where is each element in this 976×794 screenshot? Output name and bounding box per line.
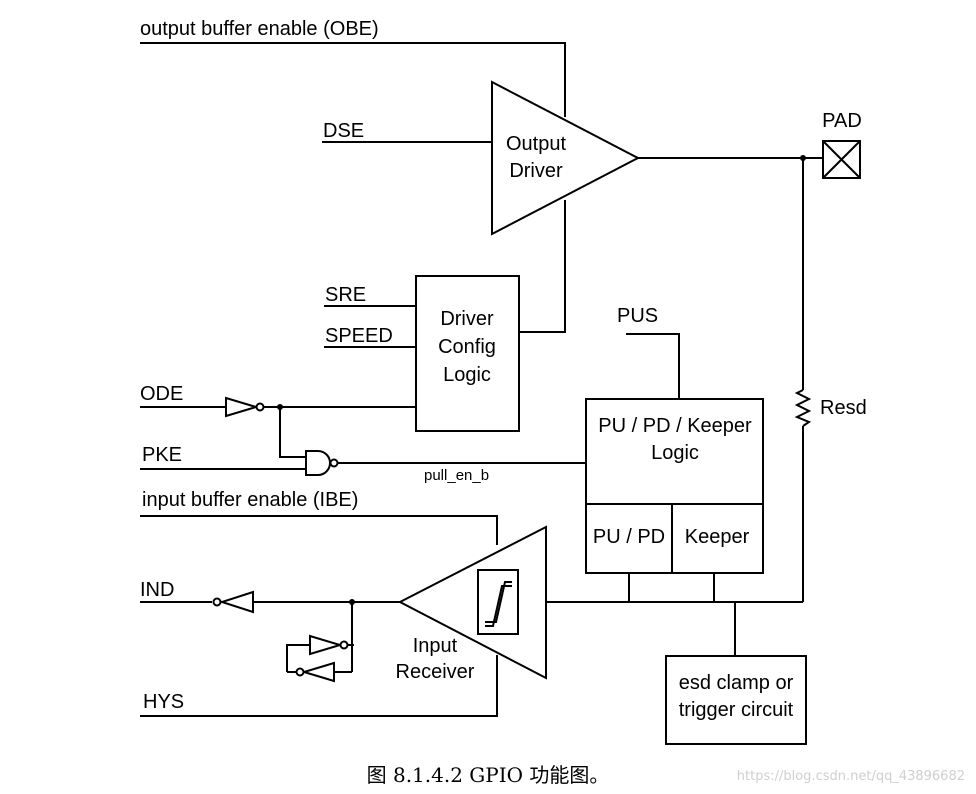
dse-label: DSE: [323, 120, 364, 142]
wires: [140, 42, 823, 717]
pke-label: PKE: [142, 444, 182, 466]
latch-top-bubble: [339, 640, 349, 650]
driver-config-label-line2: Config: [438, 336, 496, 358]
pu-pd-keeper-label-line2: Logic: [651, 442, 699, 464]
pad: PAD: [822, 110, 862, 179]
pke-nand-gate: [305, 450, 339, 476]
latch-left-wire: [286, 644, 310, 672]
hys-wire: [140, 655, 498, 717]
ode-inverter: [225, 396, 265, 418]
latch-right-wire: [351, 602, 354, 646]
input-receiver-triangle: [397, 525, 547, 680]
speed-label: SPEED: [325, 325, 393, 347]
junction-ode: [277, 404, 283, 410]
pus-label: PUS: [617, 305, 658, 327]
hysteresis-symbol-2: [485, 585, 512, 627]
input-receiver-label-line2: Receiver: [396, 661, 475, 683]
ibe-wire: [140, 515, 498, 545]
pu-pd-keeper-box: [585, 398, 764, 574]
output-driver-triangle: [491, 80, 641, 236]
pad-cross-2: [822, 140, 861, 179]
driver-config-block: Driver Config Logic: [415, 275, 520, 432]
driver-config-box: [415, 275, 520, 432]
input-receiver-block: Input Receiver: [396, 525, 547, 683]
resd-resistor: Resd: [794, 389, 867, 427]
latch-inverter-top: [309, 634, 349, 656]
ode-to-nand-wire: [279, 407, 306, 458]
ind-inverter-bubble: [212, 597, 222, 607]
hys-label: HYS: [143, 691, 184, 713]
pu-pd-keeper-block: PU / PD / Keeper Logic PU / PD Keeper: [585, 398, 764, 574]
ind-label: IND: [140, 579, 174, 601]
ode-inverter-bubble: [255, 402, 265, 412]
latch-top-triangle: [309, 634, 344, 656]
resd-label: Resd: [820, 397, 867, 419]
ind-inverter: [212, 590, 254, 614]
obe-label: output buffer enable (OBE): [140, 18, 379, 40]
pus-wire: [626, 333, 680, 399]
output-driver-label-line2: Driver: [509, 160, 563, 182]
output-driver-label-line1: Output: [506, 133, 566, 155]
nand-bubble: [329, 458, 339, 468]
ibe-label: input buffer enable (IBE): [142, 489, 358, 511]
junction-latch: [349, 599, 355, 605]
pu-pd-keeper-label-line1: PU / PD / Keeper: [598, 415, 752, 437]
esd-label-line1: esd clamp or: [679, 672, 794, 694]
ind-inverter-triangle: [218, 590, 254, 614]
ode-inverter-triangle: [225, 396, 260, 418]
nand-body: [305, 450, 331, 476]
driver-config-label-line3: Logic: [443, 364, 491, 386]
pull-en-b-label: pull_en_b: [424, 467, 489, 484]
esd-box: [665, 655, 807, 745]
figure-caption: 图 8.1.4.2 GPIO 功能图。: [367, 763, 610, 787]
latch-inverter-bottom: [295, 661, 335, 683]
watermark: https://blog.csdn.net/qq_43896682: [737, 769, 965, 784]
junctions: [277, 155, 806, 605]
obe-wire: [140, 42, 566, 117]
sre-label: SRE: [325, 284, 366, 306]
config-to-driver-wire: [519, 200, 566, 333]
resd-zigzag: [794, 389, 812, 427]
signal-labels: output buffer enable (OBE) DSE SRE SPEED…: [140, 18, 658, 713]
hysteresis-symbol: [485, 581, 512, 623]
input-receiver-label-line1: Input: [413, 635, 458, 657]
ode-label: ODE: [140, 383, 183, 405]
latch-bottom-bubble: [295, 667, 305, 677]
keeper-label: Keeper: [685, 526, 750, 548]
junction-pad: [800, 155, 806, 161]
esd-block: esd clamp or trigger circuit: [665, 655, 807, 745]
latch-bottom-triangle: [300, 661, 335, 683]
pu-pd-label: PU / PD: [593, 526, 665, 548]
esd-label-line2: trigger circuit: [679, 699, 794, 721]
driver-config-label-line1: Driver: [440, 308, 494, 330]
output-driver-block: Output Driver: [491, 80, 641, 236]
pad-label: PAD: [822, 110, 862, 132]
